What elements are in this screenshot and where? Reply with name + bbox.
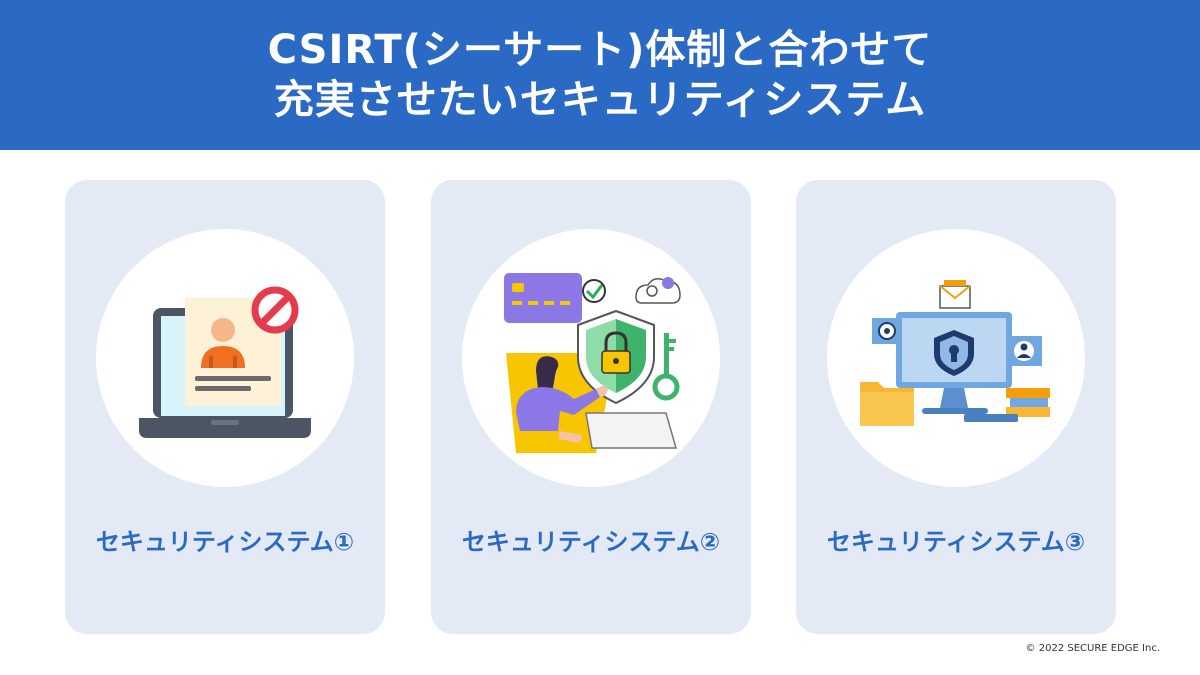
- copyright-footer: © 2022 SECURE EDGE Inc.: [1025, 643, 1160, 654]
- page-title-line-1: CSIRT(シーサート)体制と合わせて: [267, 27, 933, 73]
- page-title-line-2: 充実させたいセキュリティシステム: [273, 77, 927, 123]
- page-header: CSIRT(シーサート)体制と合わせて 充実させたいセキュリティシステム: [0, 0, 1200, 150]
- card-2-label: セキュリティシステム②: [461, 528, 721, 556]
- security-system-card-3[interactable]: セキュリティシステム③: [796, 180, 1116, 634]
- card-3-illustration: [827, 229, 1085, 487]
- card-1-illustration: [96, 229, 354, 487]
- card-2-illustration: [462, 229, 720, 487]
- security-shield-woman-icon: [504, 273, 681, 453]
- card-3-label: セキュリティシステム③: [826, 528, 1086, 556]
- secure-computer-icon: [860, 280, 1050, 426]
- card-1-label: セキュリティシステム①: [95, 528, 355, 556]
- blocked-user-laptop-icon: [139, 286, 311, 438]
- security-system-card-1[interactable]: セキュリティシステム①: [65, 180, 385, 634]
- security-system-card-2[interactable]: セキュリティシステム②: [431, 180, 751, 634]
